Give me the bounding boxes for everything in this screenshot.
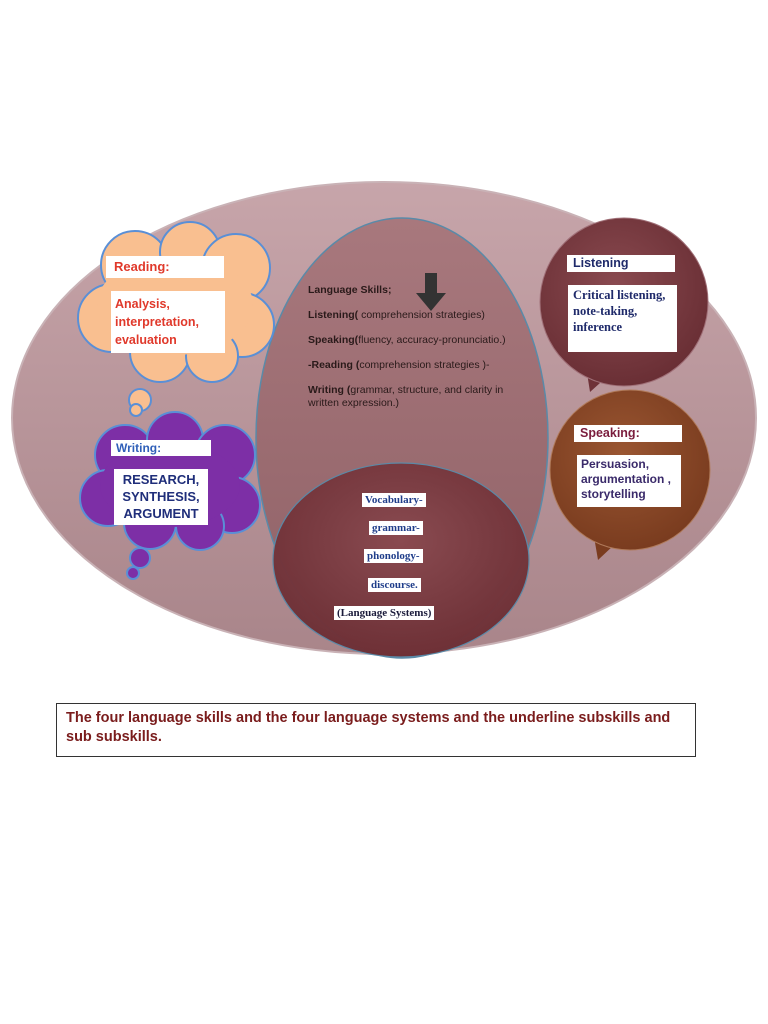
listening-title: Listening — [567, 255, 675, 272]
listening-subskills: Critical listening, note-taking, inferen… — [568, 285, 677, 352]
skill-reading-desc: comprehension strategies )- — [359, 359, 490, 371]
system-grammar: grammar- — [369, 521, 423, 535]
speaking-title: Speaking: — [574, 425, 682, 442]
skill-writing-label: Writing ( — [308, 384, 351, 396]
skill-speaking: Speaking(fluency, accuracy-pronunciatio.… — [308, 334, 508, 347]
skill-writing-desc: grammar, structure, and clarity in writt… — [308, 384, 504, 409]
language-skills-text: Language Skills; Listening( comprehensio… — [308, 284, 508, 422]
system-vocabulary: Vocabulary- — [362, 493, 426, 507]
speaking-subskills: Persuasion, argumentation , storytelling — [577, 455, 681, 507]
skill-listening: Listening( comprehension strategies) — [308, 309, 508, 322]
skill-reading: -Reading (comprehension strategies )- — [308, 359, 508, 372]
systems-label: (Language Systems) — [334, 606, 435, 620]
skill-listening-desc: comprehension strategies) — [358, 309, 485, 321]
skills-title: Language Skills; — [308, 284, 392, 296]
writing-title: Writing: — [111, 440, 211, 456]
down-arrow-icon — [416, 273, 446, 311]
system-phonology: phonology- — [364, 549, 423, 563]
reading-title: Reading: — [106, 256, 224, 278]
figure-caption: The four language skills and the four la… — [56, 703, 696, 757]
skill-writing: Writing (grammar, structure, and clarity… — [308, 384, 508, 410]
writing-subskills: RESEARCH, SYNTHESIS, ARGUMENT — [114, 469, 208, 525]
reading-subskills: Analysis, interpretation, evaluation — [111, 291, 225, 353]
skill-reading-label: -Reading ( — [308, 359, 360, 371]
system-discourse: discourse. — [368, 578, 421, 592]
skill-listening-label: Listening( — [308, 309, 359, 321]
skill-speaking-desc: fluency, accuracy-pronunciatio.) — [358, 334, 506, 346]
skill-speaking-label: Speaking( — [308, 334, 359, 346]
